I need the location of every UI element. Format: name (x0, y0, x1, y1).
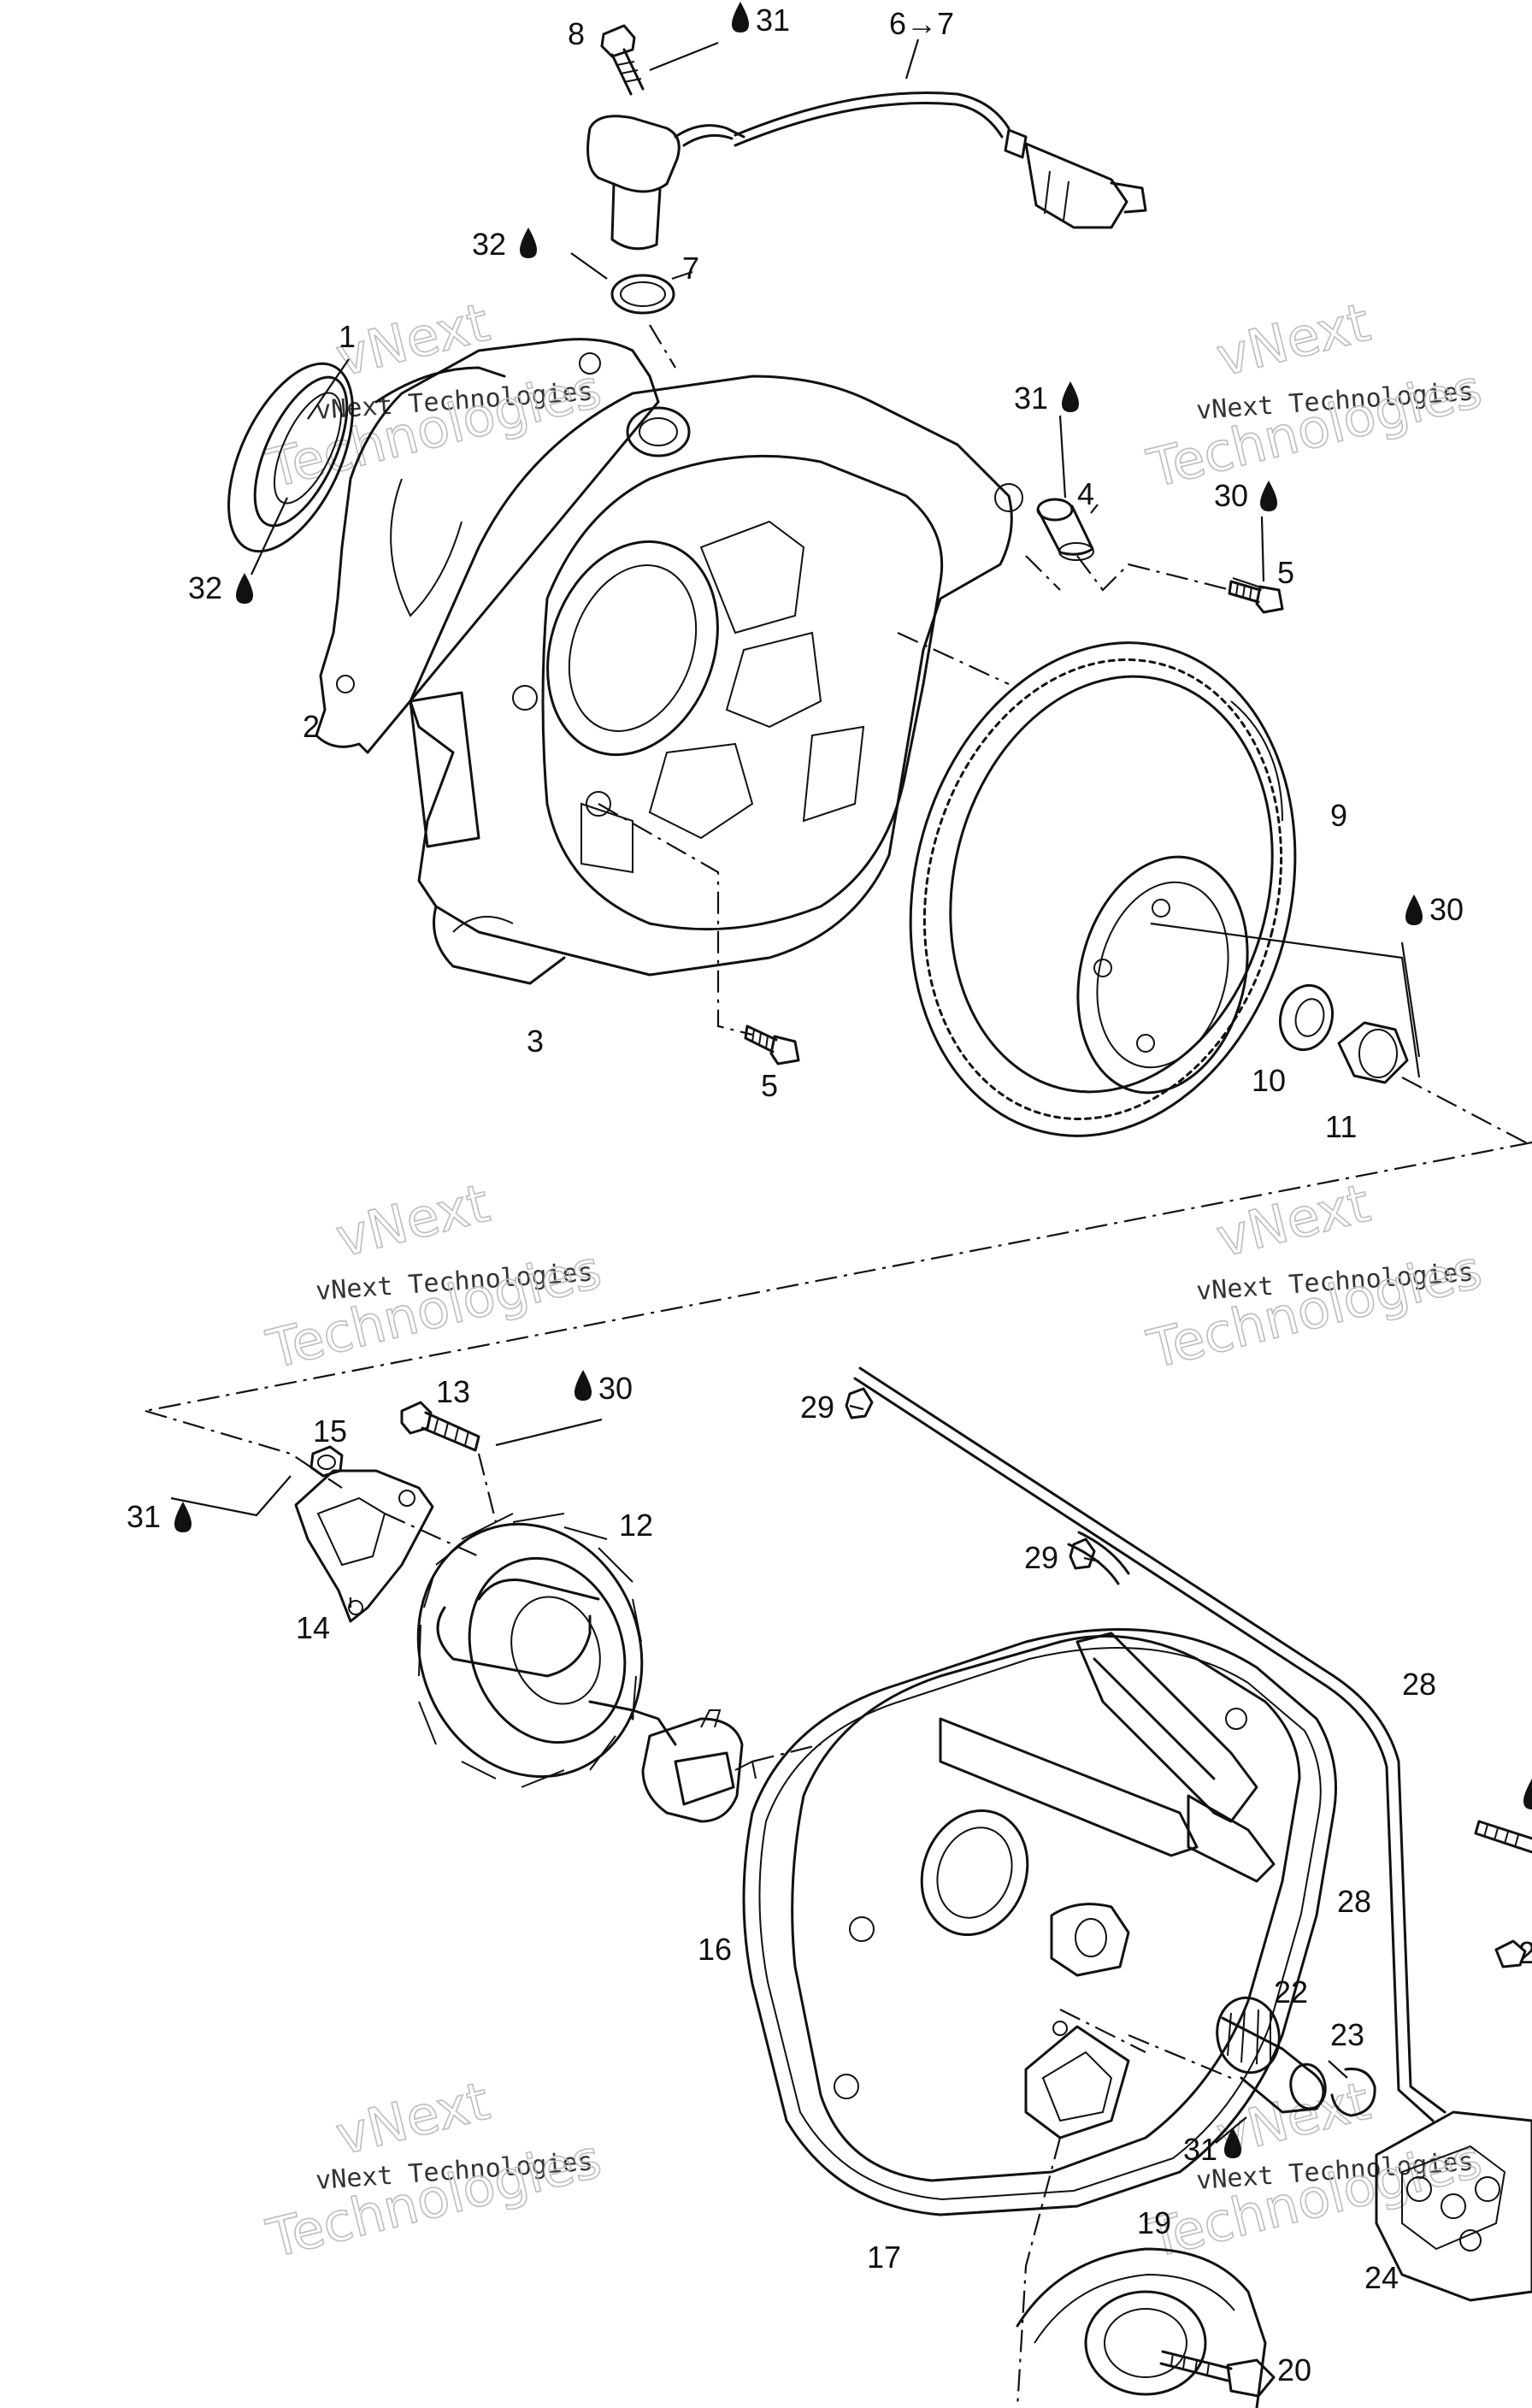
oil-drop-icon (1523, 1779, 1532, 1809)
part-17-ignition-cover (791, 1632, 1301, 2182)
watermark-outline-bottom: Technologies (1141, 1237, 1488, 1380)
oil-drop-icon (520, 227, 537, 258)
part-2-gasket (315, 338, 660, 754)
callout-19: 19 (1137, 2205, 1171, 2240)
bolt-right-edge (1474, 1820, 1532, 1854)
part-6-speed-sensor (586, 91, 1147, 251)
part-24-oil-pump (1375, 1939, 1532, 2302)
callout-31: 31 (127, 1499, 161, 1534)
part-29-clip-upper (845, 1387, 874, 1419)
part-10-washer (1278, 983, 1335, 1052)
callout-11: 11 (1325, 1109, 1357, 1144)
callout-5: 5 (761, 1068, 778, 1103)
watermark-outline-top: vNext (330, 2069, 495, 2168)
watermark-outline-top: vNext (1211, 1172, 1376, 1270)
watermark-outline-bottom: Technologies (261, 2127, 607, 2269)
part-22-drive-gear (1216, 1996, 1327, 2114)
callout-12: 12 (619, 1508, 653, 1543)
part-29-clip-lower (1069, 1537, 1096, 1570)
oil-drop-icon (574, 1370, 592, 1401)
part-20-bolt (1159, 2350, 1276, 2398)
part-14-bracket (294, 1469, 434, 1623)
part-16-gasket (742, 1627, 1337, 2216)
part-8-bolt (600, 24, 645, 96)
callout-32: 32 (472, 227, 506, 262)
part-12-stator (416, 1513, 644, 1788)
watermark-bottom-right: vNext vNext Technologies Technologies (1140, 2069, 1488, 2270)
part-13-bolt (400, 1401, 480, 1452)
callout-30: 30 (1429, 892, 1464, 927)
callout-29: 29 (800, 1390, 834, 1425)
part-19-cover (1016, 2247, 1267, 2408)
oil-drop-icon (1260, 481, 1277, 511)
callout-14: 14 (296, 1610, 330, 1645)
callout-4: 4 (1077, 476, 1094, 511)
callout-9: 9 (1330, 798, 1347, 833)
watermark-top-left: vNext vNext Technologies Technologies (260, 290, 608, 500)
watermark-mid-right: vNext vNext Technologies Technologies (1140, 1171, 1488, 1381)
watermark-mid-left: vNext vNext Technologies Technologies (260, 1171, 608, 1381)
watermark-outline-bottom: Technologies (1141, 357, 1488, 499)
callout-8: 8 (568, 16, 585, 51)
oil-drop-icon (1405, 894, 1423, 925)
callout-7: 7 (682, 251, 699, 286)
watermark-bottom-left: vNext vNext Technologies Technologies (260, 2069, 608, 2270)
watermark-outline-top: vNext (330, 1172, 495, 1270)
part-9-flywheel (909, 641, 1297, 1137)
oil-drop-icon (174, 1502, 192, 1532)
leader-lines (170, 38, 1421, 2144)
watermark-outline-top: vNext (1211, 291, 1376, 389)
callout-23: 23 (1330, 2017, 1364, 2052)
callout-3: 3 (527, 1024, 544, 1059)
callout-29: 29 (1024, 1540, 1058, 1575)
callout-30: 30 (1214, 478, 1248, 513)
part-23-circlip (1330, 2067, 1376, 2117)
callout-28: 28 (1337, 1884, 1371, 1919)
callout-28: 28 (1402, 1667, 1436, 1702)
callout-5: 5 (1277, 555, 1294, 590)
part-5-bolt-lower (744, 1024, 800, 1065)
watermark-outline-bottom: Technologies (261, 1237, 607, 1380)
callout-20: 20 (1277, 2352, 1311, 2387)
part-11-nut (1337, 1021, 1409, 1084)
part-3-flywheel-housing (409, 375, 1023, 985)
callout-10: 10 (1252, 1063, 1286, 1098)
callout-32: 32 (188, 570, 222, 605)
callout-15: 15 (313, 1414, 347, 1449)
watermark-top-right: vNext vNext Technologies Technologies (1140, 290, 1488, 500)
part-4-dowel-sleeve (1036, 498, 1094, 561)
callout-17: 17 (867, 2240, 901, 2275)
callout-31: 31 (1183, 2132, 1217, 2167)
callout-6-to-7: 6→7 (889, 6, 954, 41)
callout-31: 31 (1014, 381, 1048, 416)
callout-2: 2 (303, 709, 320, 744)
callout-16: 16 (698, 1932, 732, 1967)
oil-drop-icon (1224, 2128, 1241, 2158)
oil-drop-icons (174, 2, 1532, 2158)
callout-30: 30 (598, 1371, 633, 1406)
assembly-lines (144, 324, 1532, 2408)
oil-drop-icon (236, 573, 253, 604)
part-5-bolt-upper (1228, 580, 1284, 614)
part-28-rod (853, 1366, 1447, 2122)
stator-connector (631, 1709, 757, 1823)
oil-drop-icon (732, 2, 749, 32)
callout-22: 22 (1274, 1974, 1308, 2010)
callout-24: 24 (1364, 2260, 1399, 2295)
watermark-outline-bottom: Technologies (261, 357, 607, 499)
callout-13: 13 (436, 1374, 470, 1409)
callout-labels: 8 31 6→7 32 7 1 31 4 30 5 32 2 9 30 3 10… (127, 3, 1532, 2387)
callout-1: 1 (339, 319, 356, 354)
part-7-o-ring (610, 274, 675, 315)
callout-31: 31 (756, 3, 790, 38)
callout-2-partial: 2 (1518, 1935, 1532, 1970)
oil-drop-icon (1062, 381, 1079, 412)
